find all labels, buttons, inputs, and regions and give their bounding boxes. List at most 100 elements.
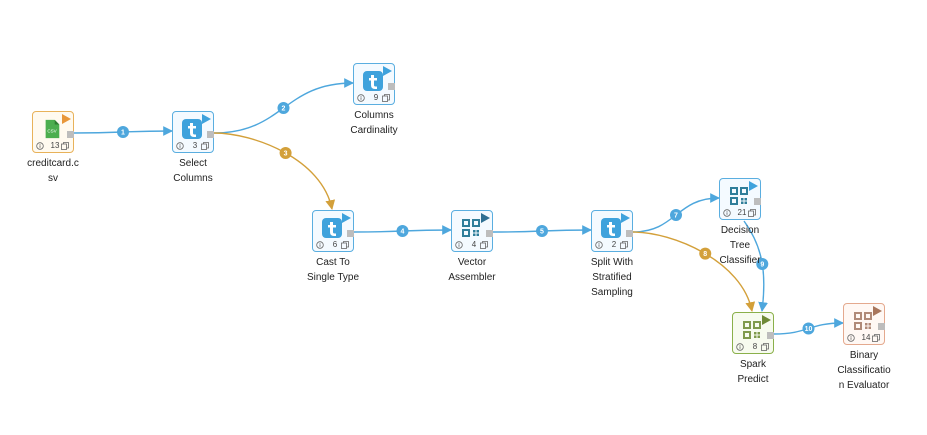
output-port[interactable] xyxy=(767,332,774,339)
edges-layer: 1 2 3 4 5 7 8 9 10 xyxy=(73,78,844,335)
info-icon[interactable] xyxy=(455,241,463,249)
edge-number: 8 xyxy=(703,251,707,258)
info-icon[interactable] xyxy=(176,142,184,150)
info-icon[interactable] xyxy=(357,94,365,102)
edge-badge-circle xyxy=(396,225,409,237)
node-number: 9 xyxy=(373,93,379,102)
output-port[interactable] xyxy=(207,131,214,138)
output-port[interactable] xyxy=(626,230,633,237)
t-transform-icon xyxy=(601,218,621,238)
run-triangle-icon[interactable] xyxy=(872,306,882,316)
qr-grid-icon xyxy=(462,219,480,237)
info-icon[interactable] xyxy=(36,142,44,150)
node-number: 4 xyxy=(471,240,477,249)
edge-badge[interactable]: 3 xyxy=(279,146,292,159)
edge-badge[interactable]: 5 xyxy=(536,225,548,237)
node-label-cast-to-single-type: Cast To Single Type xyxy=(306,257,360,283)
node-number: 13 xyxy=(50,141,60,150)
copy-icon[interactable] xyxy=(620,241,628,249)
edge-badge[interactable]: 9 xyxy=(756,257,769,270)
info-icon[interactable] xyxy=(316,241,324,249)
node-label-vector-assembler: Vector Assembler xyxy=(448,257,496,283)
node-binary-eval[interactable]: 14 xyxy=(843,303,885,345)
node-decision-tree[interactable]: 21 xyxy=(719,178,761,220)
info-icon[interactable] xyxy=(847,334,855,342)
node-label-columns-cardinality: Columns Cardinality xyxy=(350,110,398,136)
run-triangle-icon[interactable] xyxy=(480,213,490,223)
node-label-creditcard: creditcard.c sv xyxy=(27,158,79,184)
qr-grid-icon xyxy=(743,321,761,339)
run-triangle-icon[interactable] xyxy=(620,213,630,223)
edge-number: 5 xyxy=(540,229,544,236)
node-number: 21 xyxy=(737,208,747,217)
info-icon[interactable] xyxy=(723,209,731,217)
copy-icon[interactable] xyxy=(382,94,390,102)
node-number: 14 xyxy=(861,333,871,342)
edge-number: 4 xyxy=(401,229,405,236)
edge-badge-circle xyxy=(277,102,290,114)
node-number: 6 xyxy=(332,240,338,249)
copy-icon[interactable] xyxy=(341,241,349,249)
output-port[interactable] xyxy=(347,230,354,237)
csv-file-icon: CSV xyxy=(45,119,60,139)
t-transform-icon xyxy=(182,119,202,139)
info-icon[interactable] xyxy=(736,343,744,351)
copy-icon[interactable] xyxy=(748,209,756,217)
edge-badge[interactable]: 1 xyxy=(117,126,129,138)
edge-number: 9 xyxy=(760,261,764,268)
output-port[interactable] xyxy=(388,83,395,90)
edge-badge-circle xyxy=(536,225,548,237)
qr-grid-icon xyxy=(854,312,872,330)
edge-badge-circle xyxy=(756,257,769,270)
edge-badge-circle xyxy=(279,146,292,159)
run-triangle-icon[interactable] xyxy=(61,114,71,124)
edge-number: 3 xyxy=(284,150,288,157)
t-transform-icon xyxy=(363,71,383,91)
run-triangle-icon[interactable] xyxy=(382,66,392,76)
info-icon[interactable] xyxy=(595,241,603,249)
edge-number: 2 xyxy=(282,106,286,113)
edge-badge[interactable]: 8 xyxy=(699,247,712,260)
t-transform-icon xyxy=(322,218,342,238)
copy-icon[interactable] xyxy=(201,142,209,150)
output-port[interactable] xyxy=(754,198,761,205)
node-number: 8 xyxy=(752,342,758,351)
copy-icon[interactable] xyxy=(872,334,880,342)
run-triangle-icon[interactable] xyxy=(341,213,351,223)
edge-badge-circle xyxy=(670,209,682,221)
output-port[interactable] xyxy=(67,131,74,138)
node-label-binary-eval: Binary Classificatio n Evaluator xyxy=(837,350,891,391)
node-columns-cardinality[interactable]: 9 xyxy=(353,63,395,105)
node-creditcard[interactable]: CSV 13 xyxy=(32,111,74,153)
run-triangle-icon[interactable] xyxy=(761,315,771,325)
node-label-split-stratified: Split With Stratified Sampling xyxy=(590,257,634,298)
node-select-columns[interactable]: 3 xyxy=(172,111,214,153)
edge-badge-circle xyxy=(699,247,712,260)
copy-icon[interactable] xyxy=(761,343,769,351)
output-port[interactable] xyxy=(878,323,885,330)
edge-badge[interactable]: 4 xyxy=(396,225,409,237)
node-label-select-columns: Select Columns xyxy=(173,158,213,184)
output-port[interactable] xyxy=(486,230,493,237)
edge-number: 1 xyxy=(121,130,125,137)
copy-icon[interactable] xyxy=(480,241,488,249)
edge-number: 7 xyxy=(674,213,678,220)
edge-badge[interactable]: 2 xyxy=(277,102,290,114)
node-vector-assembler[interactable]: 4 xyxy=(451,210,493,252)
node-cast-to-single-type[interactable]: 6 xyxy=(312,210,354,252)
edge-number: 10 xyxy=(805,326,813,333)
svg-text:CSV: CSV xyxy=(47,129,56,134)
run-triangle-icon[interactable] xyxy=(201,114,211,124)
node-number: 3 xyxy=(192,141,198,150)
qr-grid-icon xyxy=(730,187,748,205)
copy-icon[interactable] xyxy=(61,142,69,150)
edge-badge-circle xyxy=(117,126,129,138)
edge-badge[interactable]: 10 xyxy=(802,322,815,335)
edge-badge[interactable]: 7 xyxy=(670,209,682,221)
run-triangle-icon[interactable] xyxy=(748,181,758,191)
node-label-spark-predict: Spark Predict xyxy=(737,359,769,385)
node-spark-predict[interactable]: 8 xyxy=(732,312,774,354)
node-split-stratified[interactable]: 2 xyxy=(591,210,633,252)
node-label-decision-tree: Decision Tree Classifier xyxy=(719,225,761,266)
edge-badge-circle xyxy=(802,322,815,335)
